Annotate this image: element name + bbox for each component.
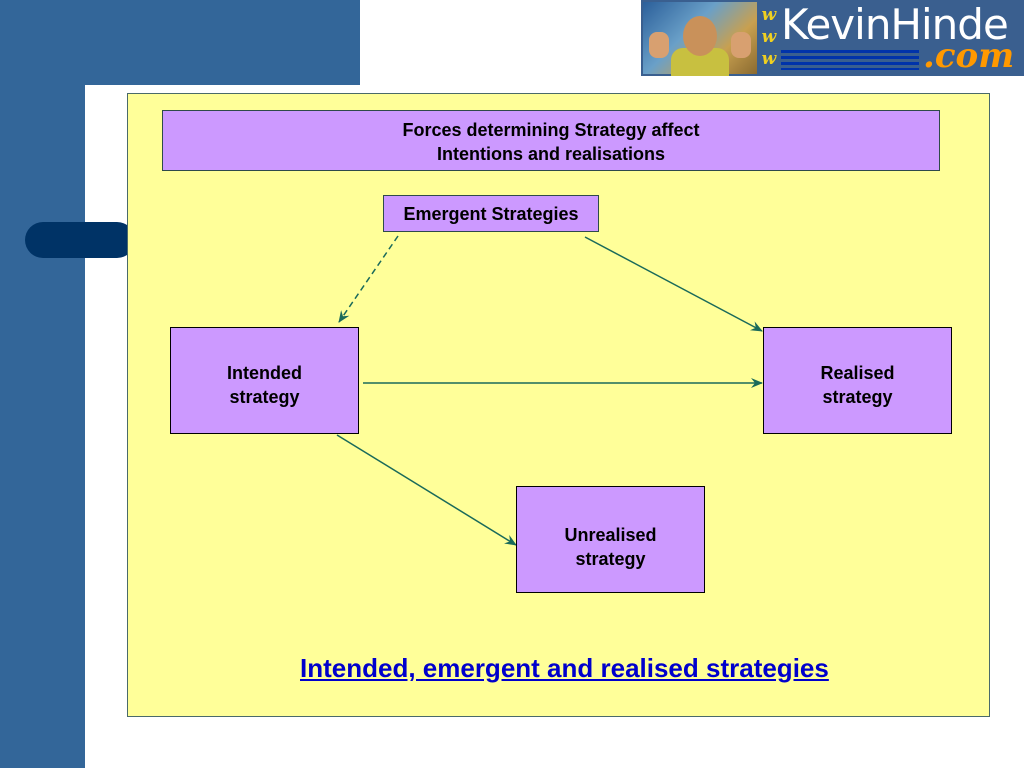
realised-line-2: strategy [822,387,893,407]
logo-www: w w w [761,5,777,69]
emergent-strategies-box: Emergent Strategies [383,195,599,232]
realised-strategy-box: Realised strategy [763,327,952,434]
top-band [0,0,360,85]
side-band [0,0,85,768]
unrealised-line-2: strategy [575,549,646,569]
kevinhinde-logo: w w w KevinHinde .com [641,0,1024,76]
logo-stripes [781,50,919,70]
intended-strategy-box: Intended strategy [170,327,359,434]
presenter-face [683,16,717,56]
intended-line-2: strategy [229,387,300,407]
arrow-emergent-to-realised [584,236,763,332]
arrow-emergent-to-intended [338,235,399,323]
decorative-tab [25,222,135,258]
right-hand [731,32,751,58]
unrealised-line-1: Unrealised [564,525,657,545]
arrow-intended-to-unrealised [336,434,517,546]
forces-line-2: Intentions and realisations [436,144,666,164]
logo-dotcom: .com [923,36,1015,76]
emergent-label: Emergent Strategies [403,204,579,224]
forces-line-1: Forces determining Strategy affect [402,120,700,140]
forces-box: Forces determining Strategy affect Inten… [162,110,940,171]
logo-name: KevinHinde [781,0,1009,49]
intended-line-1: Intended [227,363,302,383]
unrealised-strategy-box: Unrealised strategy [516,486,705,593]
left-hand [649,32,669,58]
realised-line-1: Realised [820,363,895,383]
slide-caption-link[interactable]: Intended, emergent and realised strategi… [300,653,829,683]
presenter-photo [643,2,757,76]
